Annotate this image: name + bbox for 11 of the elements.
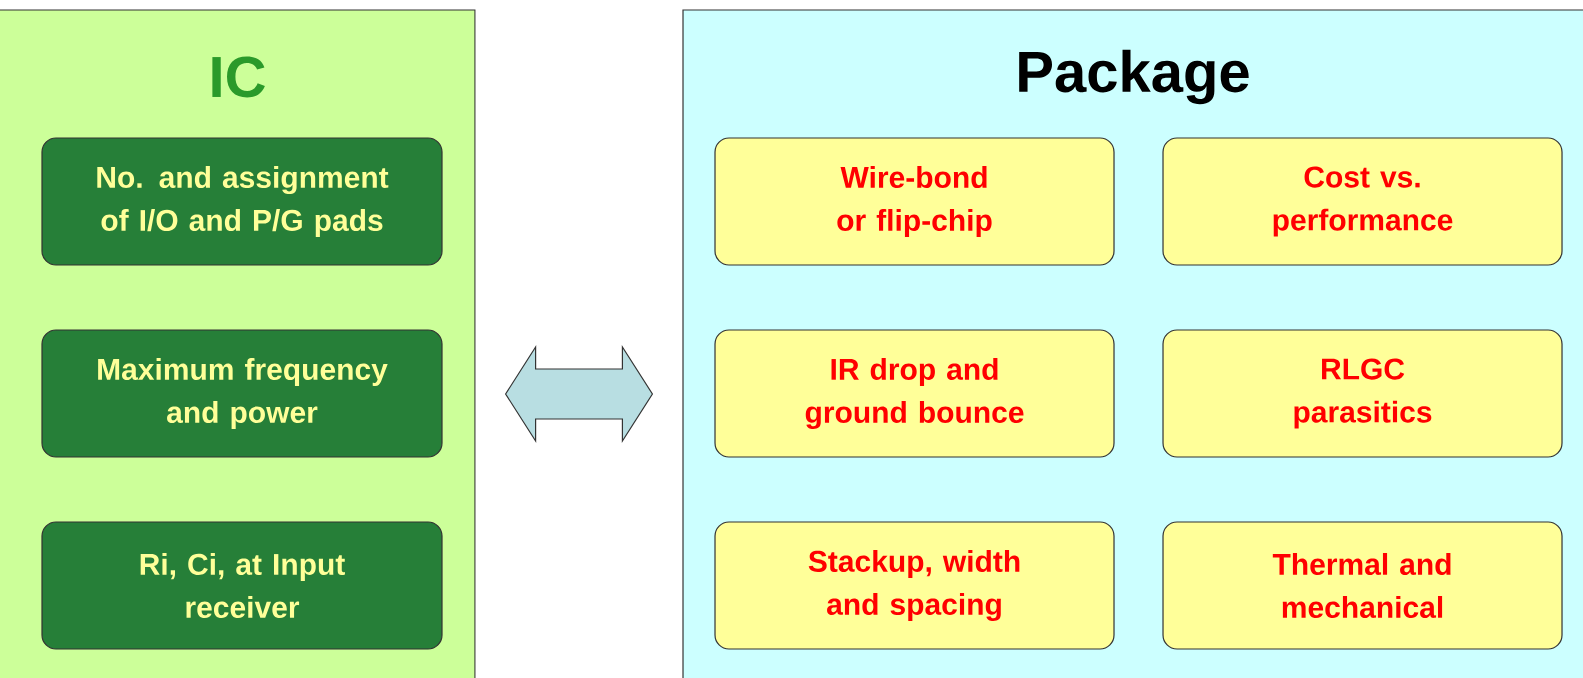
panel-title: IC	[212, 56, 265, 98]
text-box: Stackup, width and spacing	[714, 521, 1115, 650]
panel-title: Package	[1019, 49, 1249, 105]
text-box: Wire-bond or flip-chip	[714, 137, 1115, 266]
text-box: RLGC parasitics	[1162, 329, 1563, 458]
text-box: Cost vs. performance	[1162, 137, 1563, 266]
text-box: Thermal and mechanical	[1162, 521, 1563, 650]
text-box: No. and assignment of I/O and P/G pads	[41, 137, 443, 266]
text-box: Ri, Ci, at Input receiver	[41, 521, 443, 650]
text-box: Maximum frequency and power	[41, 329, 443, 458]
text-box: IR drop and ground bounce	[714, 329, 1115, 458]
